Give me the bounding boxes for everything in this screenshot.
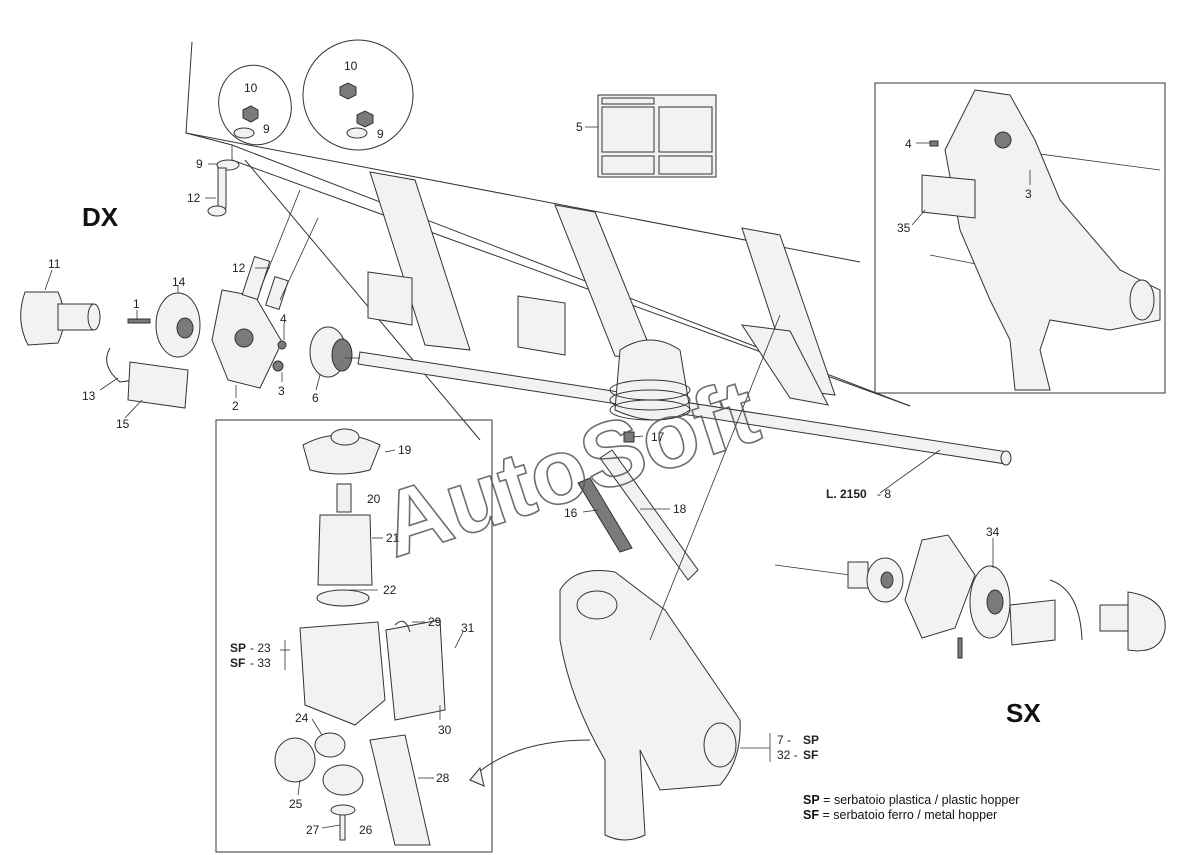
variant-32-sf: SF [803,748,818,762]
part-label-22: 22 [383,583,397,597]
section-title-right: DX [82,202,119,232]
legend-text-sf: = serbatoio ferro / metal hopper [822,808,998,822]
part-label-10-left: 10 [244,81,258,95]
part-label-9-left: 9 [196,157,203,171]
part-label-5: 5 [576,120,583,134]
shaft-part-number: - 8 [877,487,891,501]
variant-7-sp: SP [803,733,819,747]
variant-32: 32 - [777,748,798,762]
part-label-11: 11 [48,257,61,271]
part-label-31: 31 [461,621,475,635]
part-label-6: 6 [312,391,319,405]
part-label-21: 21 [386,531,400,545]
part-label-28: 28 [436,771,450,785]
part-label-30: 30 [438,723,452,737]
part-label-15: 15 [116,417,130,431]
label-sheet [597,94,717,178]
bolt-detail-ovals [207,39,414,217]
exploded-detail-box [215,419,591,853]
detail-inset-35 [874,82,1166,394]
variant-sf-33: - 33 [250,656,271,670]
variant-sf-code: SF [230,656,245,670]
part-label-24: 24 [295,711,309,725]
part-label-18: 18 [673,502,687,516]
variant-sp-code: SP [230,641,246,655]
part-label-27: 27 [306,823,320,837]
variant-labels-7-32: 7 - SP 32 - SF [777,733,819,762]
part-label-29: 29 [428,615,442,629]
shaft-length: L. 2150 [826,487,867,501]
part-label-3-inset: 3 [1025,187,1032,201]
section-title-left: SX [1006,698,1041,728]
part-label-4-inset: 4 [905,137,912,151]
part-label-12-upper: 12 [232,261,246,275]
lower-hopper [559,314,781,841]
part-label-9-right: 9 [377,127,384,141]
variant-labels-23-33: SP - 23 SF - 33 [230,641,271,670]
main-frame [185,41,911,441]
legend-code-sf: SF [803,808,819,822]
agitator-parts [577,339,699,581]
part-label-19: 19 [398,443,412,457]
part-label-3: 3 [278,384,285,398]
part-label-13: 13 [82,389,96,403]
hopper-legend: SP = serbatoio plastica / plastic hopper… [803,793,1019,823]
variant-7: 7 - [777,733,791,747]
variant-sp-23: - 23 [250,641,271,655]
part-label-35: 35 [897,221,911,235]
part-label-20: 20 [367,492,381,506]
part-label-1: 1 [133,297,140,311]
legend-row-sp: SP = serbatoio plastica / plastic hopper [803,793,1019,808]
legend-row-sf: SF = serbatoio ferro / metal hopper [803,808,1019,823]
part-label-25: 25 [289,797,303,811]
right-drive-assembly [20,189,353,409]
leader-lines [44,126,1031,829]
legend-text-sp: = serbatoio plastica / plastic hopper [823,793,1020,807]
part-label-4: 4 [280,312,287,326]
part-label-17: 17 [651,430,665,444]
part-label-2: 2 [232,399,239,413]
part-label-10-right: 10 [344,59,358,73]
left-drive-assembly [774,534,1166,659]
part-label-9-mid: 9 [263,122,270,136]
part-label-12-lower: 12 [187,191,201,205]
part-label-16: 16 [564,506,578,520]
part-label-26: 26 [359,823,373,837]
part-label-14: 14 [172,275,186,289]
part-label-34: 34 [986,525,1000,539]
legend-code-sp: SP [803,793,820,807]
